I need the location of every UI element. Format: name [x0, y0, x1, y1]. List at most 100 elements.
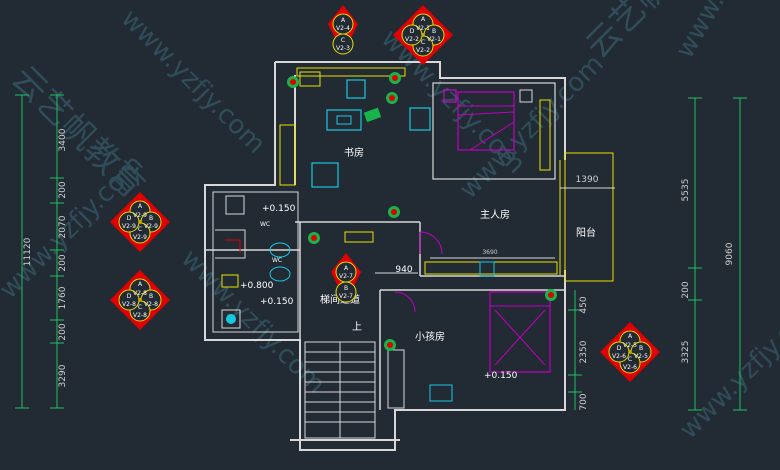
- marker-label: V2-9: [144, 223, 158, 230]
- dim-5535: 5535: [681, 179, 691, 202]
- dim-1760: 1760: [58, 286, 68, 309]
- marker-label: V2-7: [339, 293, 353, 300]
- dim-2350: 2350: [579, 340, 589, 363]
- marker-label: V2-8: [133, 312, 147, 319]
- marker-label: A: [138, 203, 143, 210]
- dim-940: 940: [395, 265, 412, 275]
- right-dimension-chain: [568, 97, 747, 411]
- plants: [287, 76, 398, 104]
- marker-label: C: [138, 226, 142, 233]
- marker-circle: [118, 211, 140, 233]
- marker-label: A: [341, 17, 346, 24]
- label-stair-up: 上: [352, 321, 362, 333]
- exterior-walls: [204, 61, 566, 451]
- marker-label: A: [628, 333, 633, 340]
- dim-11120: 11120: [23, 237, 33, 266]
- marker-label: V2-8: [122, 301, 136, 308]
- marker-label: D: [410, 28, 415, 35]
- marker-label: B: [149, 215, 153, 222]
- marker-circle: [335, 281, 357, 303]
- dim-9060: 9060: [725, 242, 735, 265]
- marker-arrow: [393, 5, 453, 65]
- level-bath-b: +0.800: [240, 281, 274, 291]
- marker-label: V2-9: [133, 212, 147, 219]
- wardrobe: 3690: [430, 249, 555, 277]
- level-bath-c: +0.150: [260, 297, 294, 307]
- dim-200a: 200: [58, 181, 68, 198]
- marker-label: V2-7: [339, 273, 353, 280]
- marker-label: V2-8: [144, 301, 158, 308]
- staircase: [304, 341, 376, 439]
- marker-label: V2-5: [623, 342, 637, 349]
- marker-label: C: [138, 304, 142, 311]
- marker-label: C: [341, 37, 345, 44]
- dim-200b: 200: [58, 254, 68, 271]
- marker-label: D: [617, 345, 622, 352]
- marker-label: A: [138, 281, 143, 288]
- marker-label: V2-4: [336, 25, 350, 32]
- marker-label: V2-1: [427, 36, 441, 43]
- left-dimension-labels: 3400 200 2070 200 1760 200 3290 11120: [23, 128, 68, 387]
- marker-label: V2-6: [623, 364, 637, 371]
- marker-label: C: [628, 356, 632, 363]
- right-dimension-labels: 5535 9060 200 3325 450 2350 700: [579, 179, 735, 411]
- marker-label: V2-5: [634, 353, 648, 360]
- marker-circle: [332, 33, 354, 55]
- dim-200-right: 200: [681, 281, 691, 298]
- room-label-small-bedroom: 小孩房: [415, 330, 445, 343]
- marker-circle: [401, 24, 423, 46]
- dim-450: 450: [579, 296, 589, 313]
- elevation-markers: AV2-4CV2-3AV2-1DV2-2BV2-1CV2-2AV2-9DV2-9…: [110, 5, 660, 382]
- marker-label: A: [421, 16, 426, 23]
- room-label-study: 书房: [344, 146, 364, 159]
- marker-arrow: [110, 192, 170, 252]
- balcony: [559, 152, 614, 282]
- balcony-dim-1390: 1390: [576, 175, 599, 185]
- label-wc: WC: [260, 221, 270, 228]
- marker-label: V2-8: [133, 290, 147, 297]
- room-label-balcony: 阳台: [576, 226, 596, 239]
- label-wc2: WC: [272, 257, 282, 264]
- marker-label: A: [344, 265, 349, 272]
- marker-label: V2-2: [416, 47, 430, 54]
- bathroom: +0.150 +0.800 +0.150 WC WC: [212, 191, 299, 333]
- dim-3325: 3325: [681, 341, 691, 364]
- marker-label: D: [127, 293, 132, 300]
- small-bedroom: 小孩房 +0.150: [384, 289, 557, 409]
- master-bedroom: 主人房: [424, 82, 558, 275]
- level-bath-a: +0.150: [262, 204, 296, 214]
- marker-label: V2-2: [405, 36, 419, 43]
- marker-label: B: [639, 345, 643, 352]
- marker-label: V2-9: [122, 223, 136, 230]
- room-label-master-bedroom: 主人房: [480, 208, 510, 221]
- marker-label: B: [149, 293, 153, 300]
- dim-3400: 3400: [58, 128, 68, 151]
- marker-label: B: [432, 28, 436, 35]
- marker-label: B: [344, 285, 348, 292]
- marker-circle: [118, 289, 140, 311]
- marker-arrow: [110, 270, 170, 330]
- dim-3690: 3690: [482, 249, 497, 256]
- dim-700: 700: [579, 393, 589, 410]
- dim-200c: 200: [58, 323, 68, 340]
- left-dimension-chain: [15, 94, 64, 409]
- dim-2070: 2070: [58, 215, 68, 238]
- marker-circle: [608, 341, 630, 363]
- marker-label: V2-3: [336, 45, 350, 52]
- marker-label: C: [421, 39, 425, 46]
- level-small-room: +0.150: [484, 371, 518, 381]
- marker-label: V2-9: [133, 234, 147, 241]
- marker-label: D: [127, 215, 132, 222]
- dim-3290: 3290: [58, 364, 68, 387]
- study-room: 书房: [279, 67, 431, 188]
- marker-label: V2-6: [612, 353, 626, 360]
- marker-label: V2-1: [416, 25, 430, 32]
